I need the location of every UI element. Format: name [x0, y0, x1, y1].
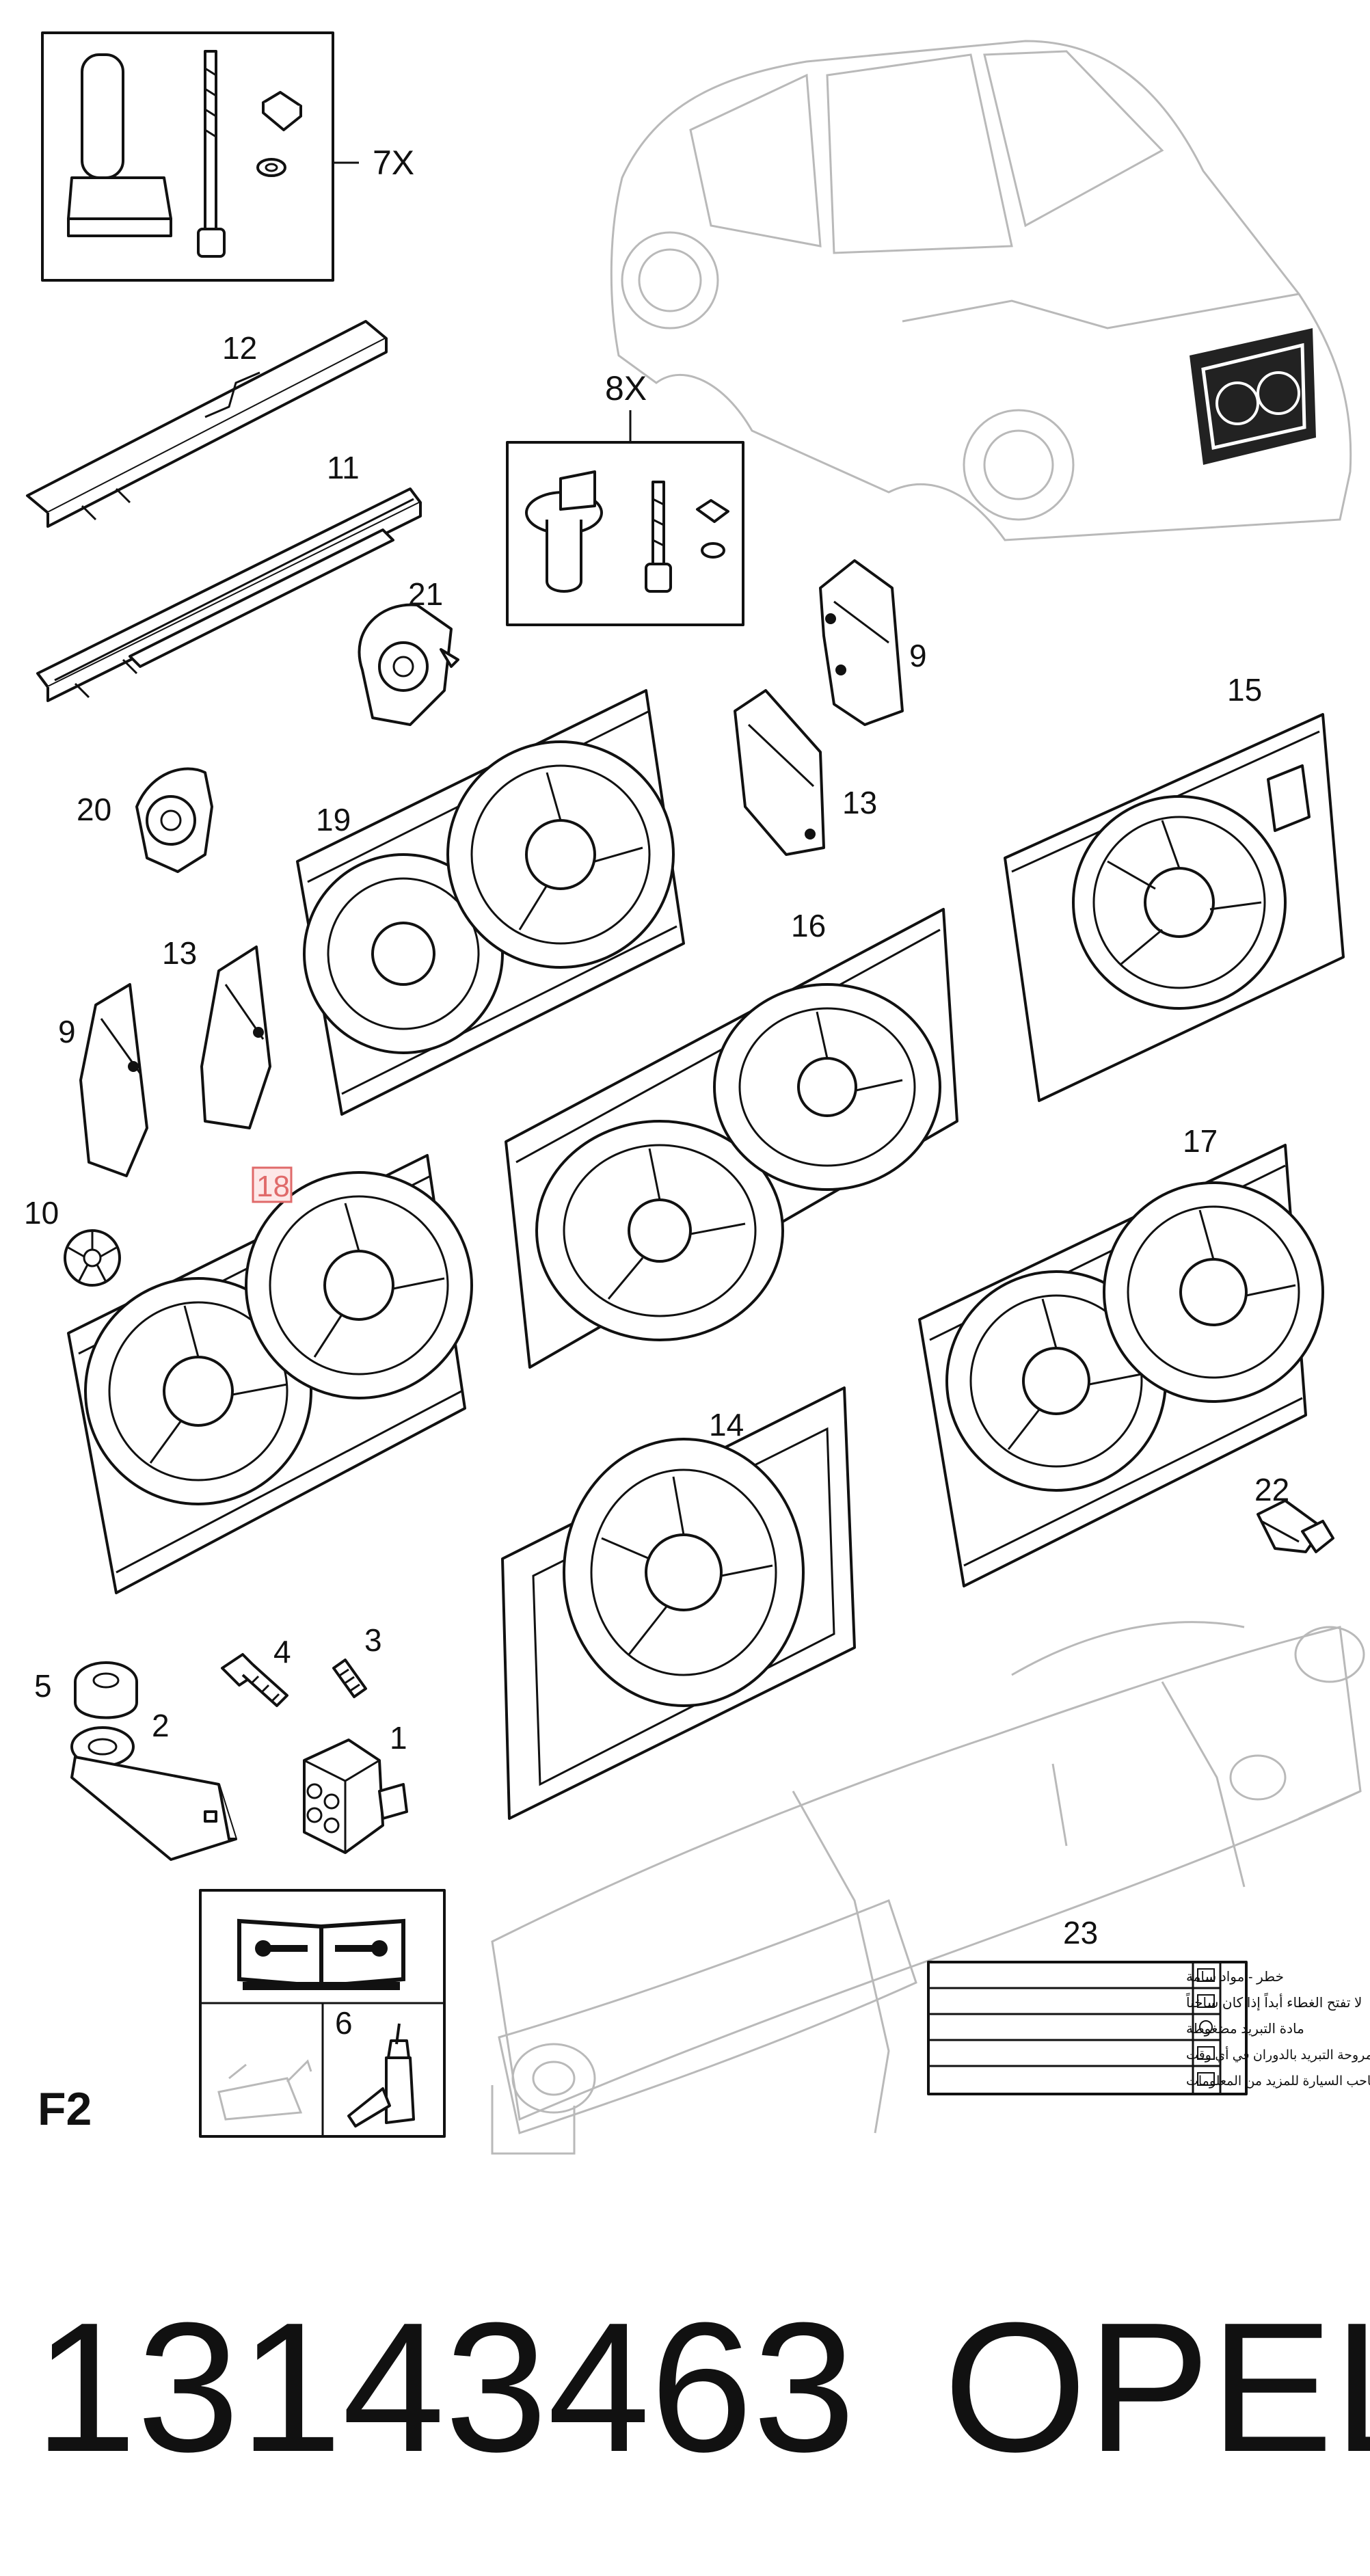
vehicle-outline [610, 40, 1352, 541]
callout-13-upper: 13 [842, 785, 877, 820]
part-12-seal-strip [26, 320, 388, 528]
part-13-lower-deflector [200, 945, 271, 1129]
callout-7x: 7X [373, 144, 414, 182]
part-9-lower-deflector [79, 983, 148, 1177]
part-13-upper-deflector [734, 689, 825, 856]
callout-21: 21 [408, 576, 443, 612]
part-20-bracket [135, 767, 213, 873]
oil-can-icon [217, 2059, 312, 2121]
label-23-icon-1 [1197, 1968, 1215, 1982]
callout-2: 2 [152, 1708, 170, 1743]
callout-17: 17 [1183, 1123, 1218, 1159]
part-19-fan-shroud [296, 689, 685, 1116]
part-23-warning-label: خطر - مواد سامة لا تفتح الغطاء أبداً إذا… [927, 1961, 1370, 2095]
callout-4: 4 [273, 1634, 291, 1669]
callout-20: 20 [77, 792, 111, 827]
part-number: 13143463 [34, 2285, 855, 2491]
part-21-bracket [358, 603, 459, 726]
callout-23: 23 [1063, 1915, 1098, 1950]
sealant-bottle-icon [347, 2023, 415, 2128]
callout-1: 1 [390, 1720, 407, 1756]
part-14-fan-shroud [501, 1386, 856, 1820]
callout-9-upper: 9 [909, 638, 927, 673]
callout-15: 15 [1227, 672, 1262, 708]
callout-11: 11 [327, 450, 360, 485]
label-23-icon-4 [1197, 2046, 1215, 2060]
callout-18-highlight[interactable]: 18 [252, 1166, 293, 1203]
label-23-line-1: خطر - مواد سامة [1186, 1970, 1284, 1985]
label-23-icon-2 [1197, 1994, 1215, 2008]
part-18-fan-shroud [67, 1154, 473, 1594]
callout-9-lower: 9 [58, 1014, 76, 1049]
part-4-bolt [221, 1653, 288, 1707]
callout-14: 14 [709, 1407, 744, 1443]
label-23-icon-3 [1199, 2020, 1213, 2034]
kit-7x-box [41, 31, 359, 282]
part-3-stud [332, 1659, 367, 1698]
callout-6: 6 [335, 2005, 353, 2041]
part-5-grommet [74, 1661, 138, 1719]
part-16-fan-shroud [505, 908, 958, 1369]
callout-13-lower: 13 [162, 935, 197, 971]
label-23-line-2: لا تفتح الغطاء أبداً إذا كان ساخناً [1186, 1993, 1362, 2011]
service-box [199, 1889, 446, 2138]
brand-name: OPEL [943, 2285, 1370, 2491]
part-11-seal-strip [36, 487, 422, 702]
callout-18: 18 [256, 1170, 290, 1203]
callout-10: 10 [24, 1195, 59, 1231]
callout-16: 16 [791, 908, 826, 943]
label-23-icon-5 [1197, 2072, 1215, 2086]
section-code: F2 [38, 2083, 92, 2135]
callout-12: 12 [222, 330, 257, 366]
label-23-line-3: مادة التبريد مضغوطة [1186, 2022, 1304, 2037]
callout-18-box [252, 1166, 293, 1203]
callout-5: 5 [34, 1668, 52, 1704]
callout-8x: 8X [605, 369, 647, 407]
subframe-outline [491, 1621, 1365, 2155]
part-17-fan-shroud [918, 1144, 1324, 1587]
part-9-upper-deflector [819, 559, 904, 726]
kit-8x-box [506, 410, 744, 626]
part-10-grommet [64, 1229, 121, 1287]
label-23-line-4: يمكن أن تبدأ مروحة التبريد بالدوران في أ… [1186, 2046, 1370, 2063]
part-22-screw [1257, 1499, 1334, 1553]
part-2-bracket [70, 1726, 237, 1861]
label-23-line-5: راجع دليل صاحب السيارة للمزيد من المعلوم… [1186, 2074, 1370, 2089]
manual-book-icon [237, 1918, 405, 1990]
callout-22: 22 [1254, 1472, 1289, 1507]
part-15-fan-shroud [1004, 713, 1345, 1102]
callout-19: 19 [316, 802, 351, 837]
callout-3: 3 [364, 1622, 382, 1658]
part-1-resistor [303, 1739, 408, 1854]
